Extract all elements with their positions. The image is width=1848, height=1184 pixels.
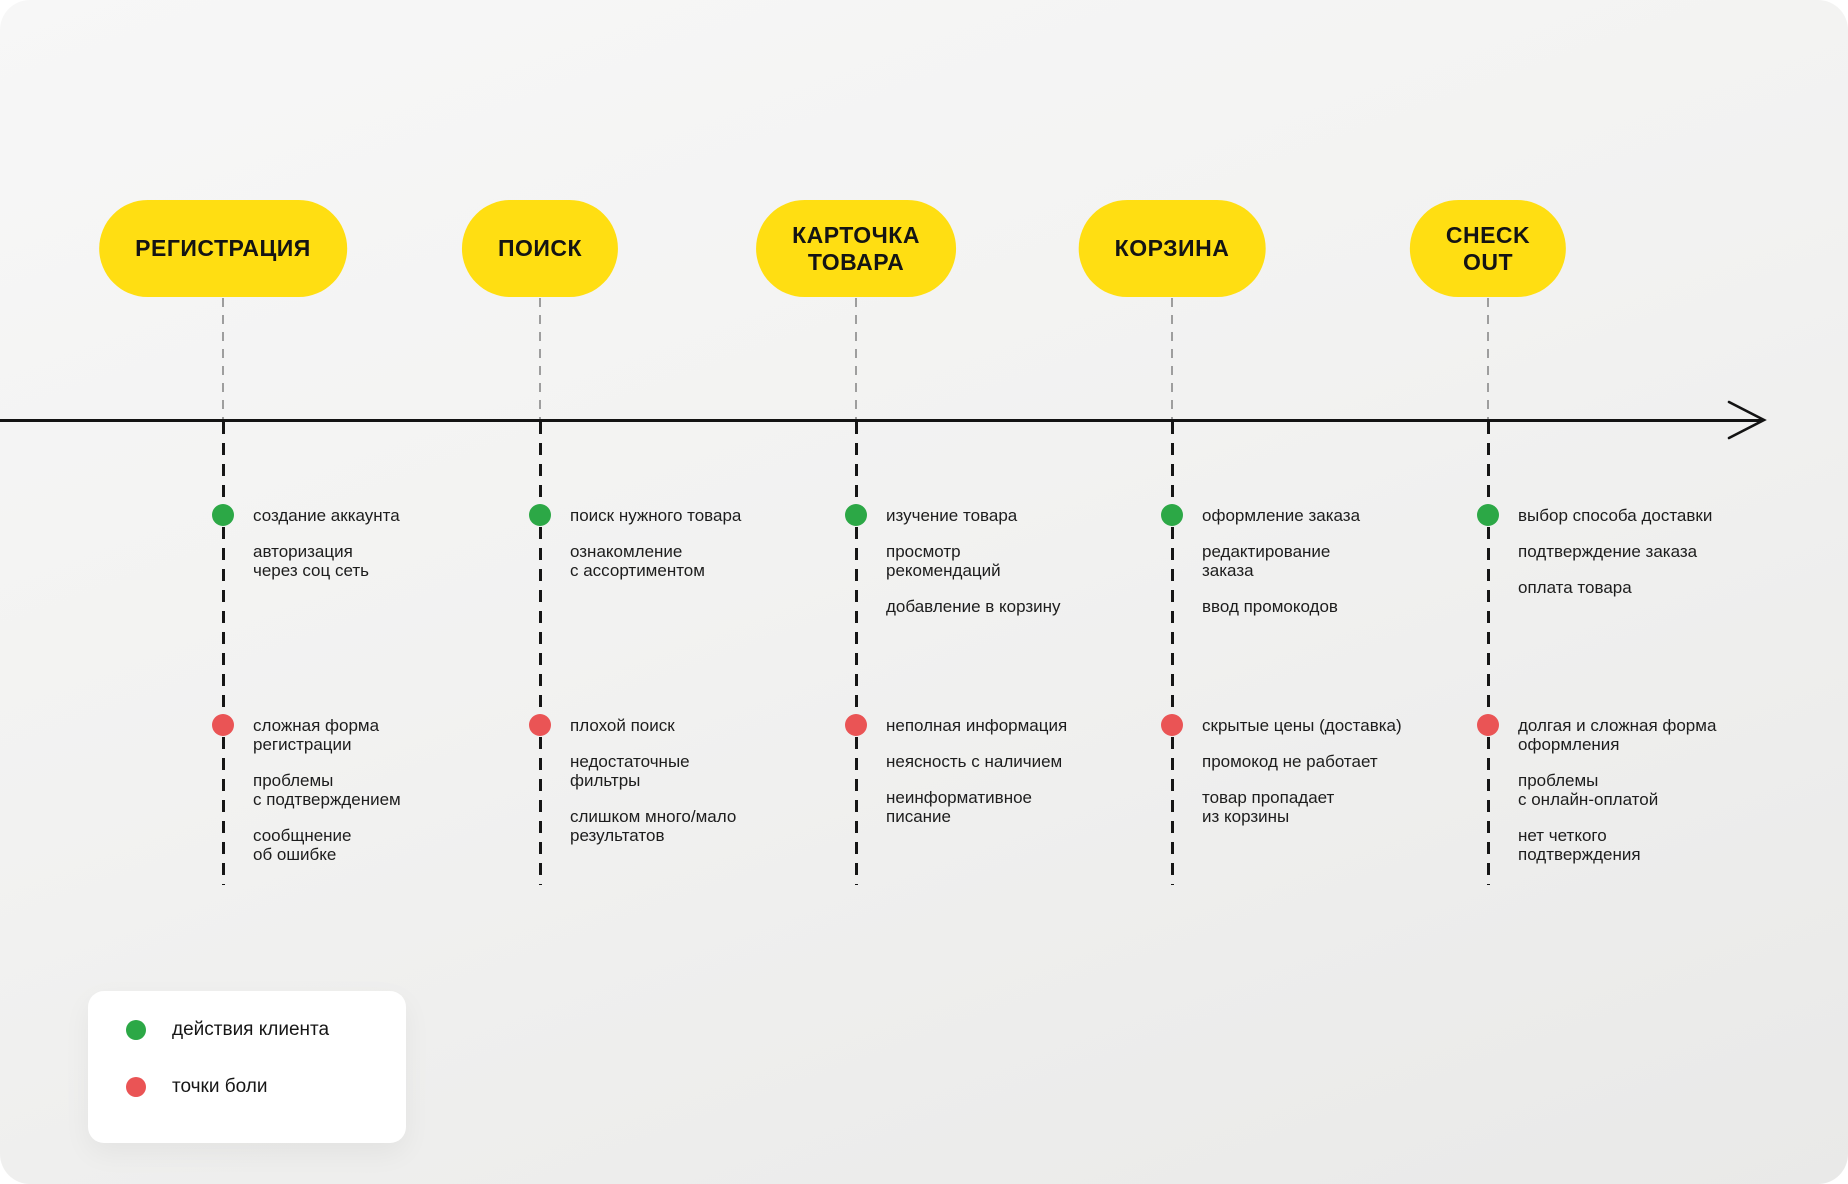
action-item: авторизация через соц сеть — [253, 542, 370, 580]
action-item: оформление заказа — [1202, 506, 1361, 525]
client-actions-list: создание аккаунта авторизация через соц … — [253, 506, 558, 597]
legend-red-dot-icon — [126, 1077, 146, 1097]
action-item: ввод промокодов — [1202, 597, 1338, 616]
pain-item: неполная информация — [886, 716, 1068, 735]
pain-item: скрытые цены (доставка) — [1202, 716, 1402, 735]
stage-dashed-line — [221, 422, 225, 885]
red-dot-icon — [1477, 714, 1499, 736]
client-actions-list: поиск нужного товара ознакомление с ассо… — [570, 506, 875, 597]
pain-item: промокод не работает — [1202, 752, 1378, 771]
pain-points-list: плохой поиск недостаточные фильтры слишк… — [570, 716, 875, 862]
red-dot-icon — [1161, 714, 1183, 736]
pain-points-list: скрытые цены (доставка) промокод не рабо… — [1202, 716, 1507, 843]
action-item: создание аккаунта — [253, 506, 400, 525]
pain-item: товар пропадает из корзины — [1202, 788, 1335, 826]
pain-points-list: сложная форма регистрации проблемы с под… — [253, 716, 558, 881]
legend-label: действия клиента — [172, 1019, 330, 1040]
pain-item: неинформативное писание — [886, 788, 1033, 826]
green-dot-icon — [1161, 504, 1183, 526]
stage-dashed-line — [1486, 422, 1490, 885]
action-item: ознакомление с ассортиментом — [570, 542, 705, 580]
timeline-arrow-icon — [1727, 400, 1767, 440]
pain-item: нет четкого подтверждения — [1518, 826, 1641, 864]
pain-item: слишком много/мало результатов — [570, 807, 737, 845]
stage-dashed-line — [854, 422, 858, 885]
red-dot-icon — [212, 714, 234, 736]
pain-points-list: неполная информация неясность с наличием… — [886, 716, 1191, 843]
action-item: просмотр рекомендаций — [886, 542, 1001, 580]
action-item: поиск нужного товара — [570, 506, 742, 525]
red-dot-icon — [845, 714, 867, 736]
action-item: редактирование заказа — [1202, 542, 1331, 580]
legend-label: точки боли — [172, 1076, 268, 1097]
pain-item: неясность с наличием — [886, 752, 1063, 771]
connector-dashed-line — [539, 298, 541, 419]
pain-points-list: долгая и сложная форма оформления пробле… — [1518, 716, 1823, 881]
pain-item: сообщнение об ошибке — [253, 826, 352, 864]
green-dot-icon — [845, 504, 867, 526]
stage-dashed-line — [1170, 422, 1174, 885]
stage-pill: РЕГИСТРАЦИЯ — [99, 200, 347, 297]
stage-pill: ПОИСК — [461, 200, 619, 297]
green-dot-icon — [1477, 504, 1499, 526]
pain-item: плохой поиск — [570, 716, 675, 735]
timeline-axis — [0, 419, 1762, 422]
action-item: добавление в корзину — [886, 597, 1061, 616]
green-dot-icon — [529, 504, 551, 526]
stage-dashed-line — [538, 422, 542, 885]
connector-dashed-line — [222, 298, 224, 419]
action-item: изучение товара — [886, 506, 1018, 525]
stage-pill: CHECK OUT — [1409, 200, 1567, 297]
stage-pill: КОРЗИНА — [1078, 200, 1266, 297]
pain-item: долгая и сложная форма оформления — [1518, 716, 1717, 754]
red-dot-icon — [529, 714, 551, 736]
connector-dashed-line — [1171, 298, 1173, 419]
pain-item: проблемы с подтверждением — [253, 771, 401, 809]
client-actions-list: изучение товара просмотр рекомендаций до… — [886, 506, 1191, 633]
legend-card: действия клиента точки боли — [88, 991, 406, 1143]
stage-pill: КАРТОЧКА ТОВАРА — [756, 200, 956, 297]
green-dot-icon — [212, 504, 234, 526]
client-actions-list: выбор способа доставки подтверждение зак… — [1518, 506, 1823, 614]
action-item: подтверждение заказа — [1518, 542, 1698, 561]
legend-item-client-actions: действия клиента — [126, 1019, 329, 1041]
client-actions-list: оформление заказа редактирование заказа … — [1202, 506, 1507, 633]
pain-item: недостаточные фильтры — [570, 752, 690, 790]
legend-item-pain-points: точки боли — [126, 1076, 267, 1098]
connector-dashed-line — [1487, 298, 1489, 419]
pain-item: сложная форма регистрации — [253, 716, 380, 754]
action-item: выбор способа доставки — [1518, 506, 1713, 525]
pain-item: проблемы с онлайн-оплатой — [1518, 771, 1659, 809]
connector-dashed-line — [855, 298, 857, 419]
action-item: оплата товара — [1518, 578, 1632, 597]
legend-green-dot-icon — [126, 1020, 146, 1040]
